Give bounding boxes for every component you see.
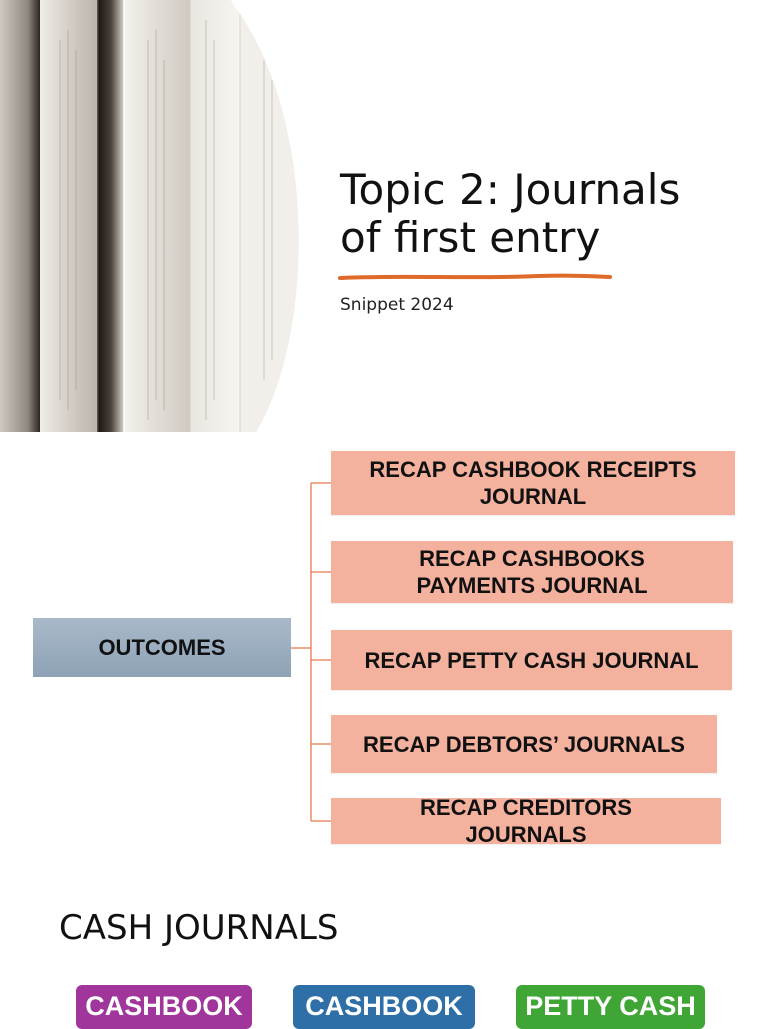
petty-cash-pill-green: PETTY CASH [516, 985, 705, 1029]
open-book-photo [0, 0, 300, 432]
outcome-box-petty-cash: RECAP PETTY CASH JOURNAL [331, 630, 732, 690]
outcomes-root-box: OUTCOMES [33, 618, 291, 677]
outcome-label: RECAP CREDITORS JOURNALS [420, 798, 632, 844]
slide-title: Topic 2: Journals of first entry [340, 166, 740, 262]
cashbook-pill-blue: CASHBOOK [293, 985, 475, 1029]
outcome-label: RECAP CASHBOOK RECEIPTS JOURNAL [369, 457, 697, 509]
cashbook-pill-purple: CASHBOOK [76, 985, 252, 1029]
outcomes-slide: OUTCOMES RECAP CASHBOOK RECEIPTS JOURNAL… [0, 432, 768, 864]
title-line-2: of first entry [340, 213, 601, 262]
outcome-connectors [291, 482, 331, 822]
cash-journals-slide: CASH JOURNALS CASHBOOK CASHBOOK PETTY CA… [0, 864, 768, 1029]
outcome-box-cashbook-receipts: RECAP CASHBOOK RECEIPTS JOURNAL [331, 451, 735, 515]
outcome-label: RECAP DEBTORS’ JOURNALS [363, 731, 685, 757]
outcome-label: RECAP PETTY CASH JOURNAL [364, 647, 699, 673]
cash-journals-title: CASH JOURNALS [59, 908, 339, 948]
title-underline [338, 273, 612, 280]
outcome-box-creditors: RECAP CREDITORS JOURNALS [331, 798, 721, 844]
title-line-1: Topic 2: Journals [340, 165, 681, 214]
title-slide: Topic 2: Journals of first entry Snippet… [0, 0, 768, 432]
outcome-box-debtors: RECAP DEBTORS’ JOURNALS [331, 715, 717, 773]
outcome-box-cashbook-payments: RECAP CASHBOOKS PAYMENTS JOURNAL [331, 541, 733, 603]
outcome-label: RECAP CASHBOOKS PAYMENTS JOURNAL [416, 546, 648, 598]
slide-subtitle: Snippet 2024 [340, 295, 454, 315]
